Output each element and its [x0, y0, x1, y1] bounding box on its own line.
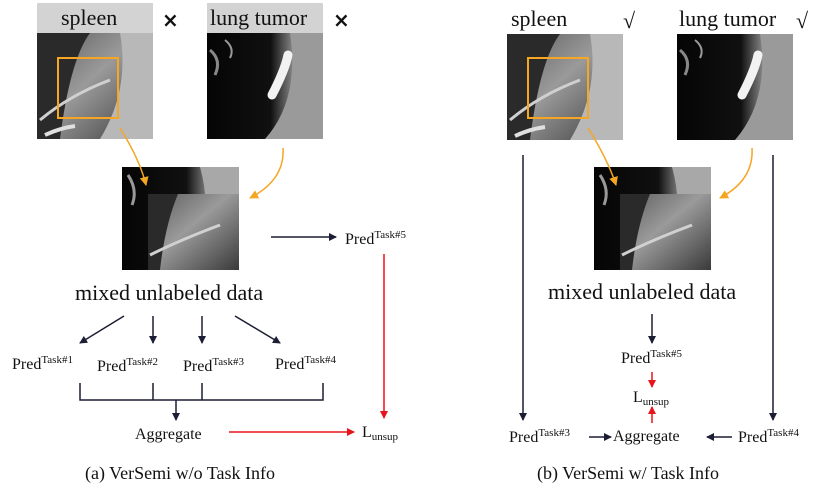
check-icon: √	[796, 8, 809, 33]
caption-b: (b) VerSemi w/ Task Info	[537, 463, 720, 483]
spleen-header-a: spleen	[37, 3, 153, 33]
caption-a: (a) VerSemi w/o Task Info	[85, 463, 276, 483]
pred-task5-b: PredTask#5	[621, 348, 682, 367]
pred-task4-b: PredTask#4	[738, 427, 799, 446]
orange-arrow-spleen-to-mixed-a	[119, 127, 149, 186]
mixed-ct-image-a	[122, 167, 239, 270]
mixed-unlabeled-data-label-a: mixed unlabeled data	[75, 280, 264, 305]
arrow-mixed-to-pred4-a	[234, 315, 281, 344]
pred-task3-a: PredTask#3	[183, 356, 244, 375]
aggregate-label-a: Aggregate	[135, 426, 202, 443]
loss-unsup-b: Lunsup	[633, 389, 670, 408]
check-icon: √	[623, 8, 636, 33]
mixed-ct-image-b	[594, 167, 711, 270]
spleen-ct-image-b	[507, 34, 623, 140]
pred-task1-a: PredTask#1	[12, 354, 73, 373]
spleen-ct-image-a	[37, 33, 153, 139]
pred-task5-a: PredTask#5	[345, 229, 406, 248]
pred-task4-a: PredTask#4	[275, 354, 336, 373]
lung-tumor-ct-image-a	[207, 33, 323, 139]
lung-tumor-ct-image-b	[677, 34, 793, 140]
mixed-unlabeled-data-label-b: mixed unlabeled data	[548, 279, 737, 304]
orange-arrow-tumor-to-mixed-a	[249, 147, 284, 199]
arrow-mixed-to-pred1-a	[79, 315, 125, 344]
orange-arrow-spleen-to-mixed-b	[587, 127, 618, 186]
lung-tumor-label-b: lung tumor	[679, 6, 777, 31]
lung-tumor-header-a: lung tumor	[207, 3, 323, 33]
lung-tumor-label-a: lung tumor	[210, 5, 308, 30]
cross-icon: ×	[333, 8, 350, 32]
loss-unsup-a: Lunsup	[362, 424, 399, 443]
pred-task3-b: PredTask#3	[509, 427, 570, 446]
pred-task2-a: PredTask#2	[97, 356, 158, 375]
cross-icon: ×	[162, 8, 179, 32]
spleen-label-b: spleen	[511, 6, 568, 31]
spleen-label-a: spleen	[61, 5, 118, 30]
orange-arrow-tumor-to-mixed-b	[719, 147, 753, 199]
aggregate-label-b: Aggregate	[613, 428, 680, 445]
bracket-preds-to-aggregate-a	[79, 383, 324, 401]
